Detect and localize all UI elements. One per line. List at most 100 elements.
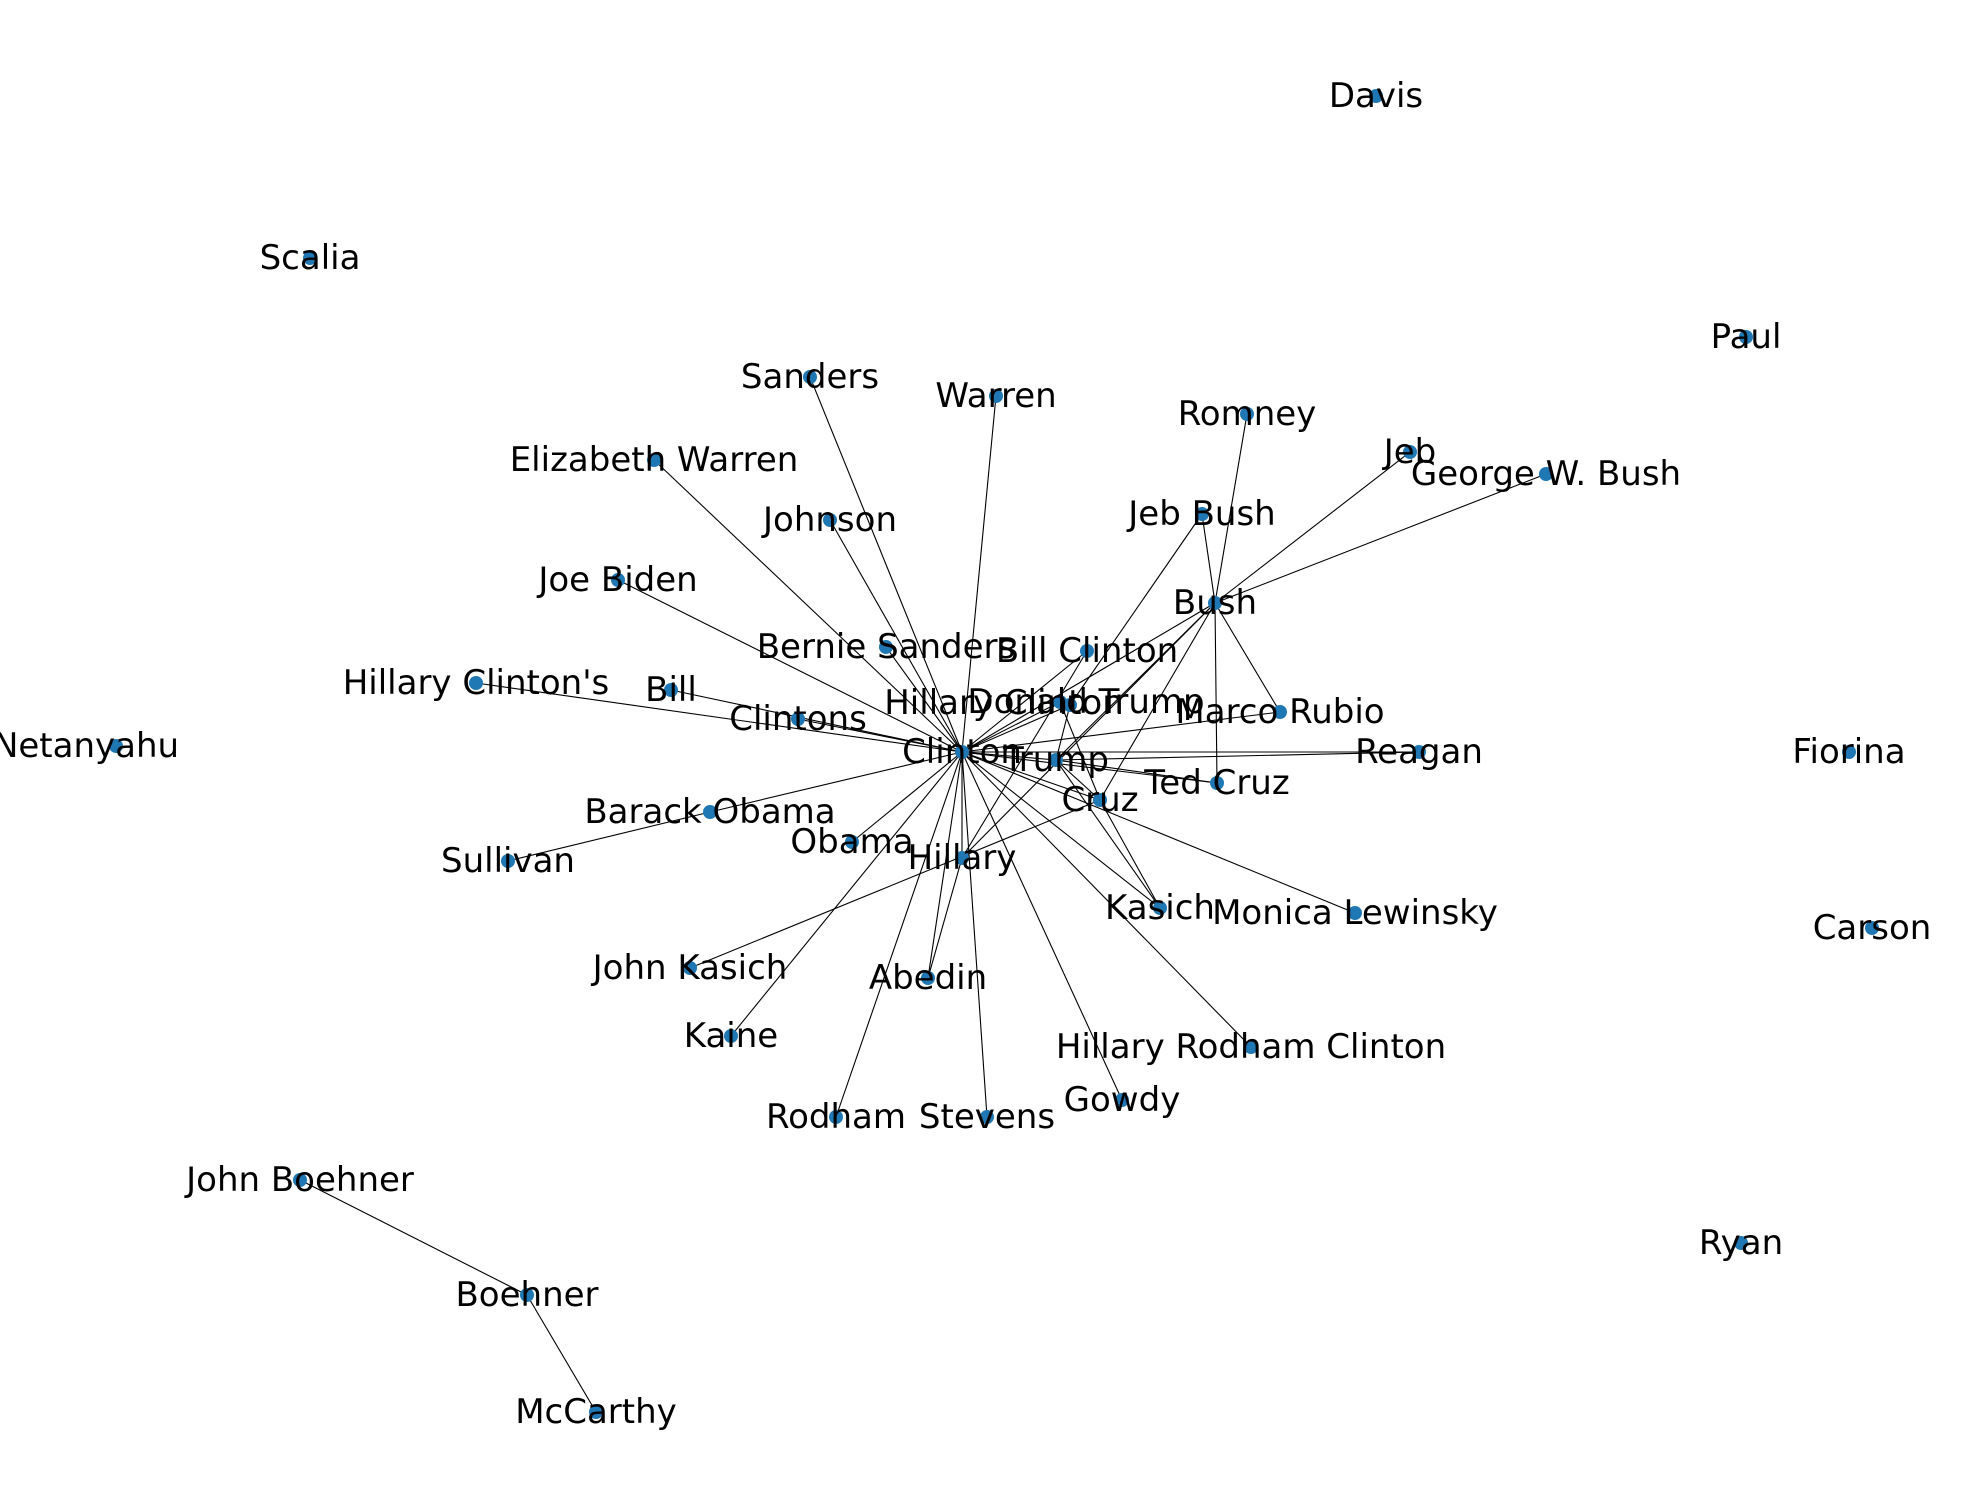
node-barack_obama xyxy=(703,805,717,819)
node-label-cruz: Cruz xyxy=(1061,780,1138,820)
node-clintons xyxy=(791,712,805,726)
node-label-paul: Paul xyxy=(1711,317,1782,357)
node-ted_cruz xyxy=(1210,776,1224,790)
node-label-jeb: Jeb xyxy=(1382,432,1437,472)
edge-clinton-kasich xyxy=(961,751,1161,909)
edge-bush-marco_rubio xyxy=(1214,602,1281,713)
edge-bush-romney xyxy=(1214,413,1248,604)
node-hillary_clintons xyxy=(469,676,483,690)
node-paul xyxy=(1739,330,1753,344)
node-label-mccarthy: McCarthy xyxy=(515,1392,677,1432)
edge-clinton-bill xyxy=(670,689,963,753)
node-label-gowdy: Gowdy xyxy=(1064,1080,1181,1120)
node-label-fiorina: Fiorina xyxy=(1792,732,1905,772)
node-label-netanyahu: Netanyahu xyxy=(0,726,179,766)
node-label-warren: Warren xyxy=(935,376,1056,416)
node-label-monica_lewinsky: Monica Lewinsky xyxy=(1212,893,1498,933)
node-johnson xyxy=(823,513,837,527)
edge-hillary-abedin xyxy=(927,857,963,979)
node-label-joe_biden: Joe Biden xyxy=(536,560,697,600)
edge-clinton-hillary_clintons xyxy=(475,682,963,753)
node-label-sanders: Sanders xyxy=(741,357,879,397)
node-bernie_sanders xyxy=(879,640,893,654)
node-elizabeth_warren xyxy=(647,453,661,467)
node-rodham xyxy=(829,1110,843,1124)
node-label-romney: Romney xyxy=(1178,394,1317,434)
edge-john_boehner-boehner xyxy=(299,1179,528,1296)
edge-bush-ted_cruz xyxy=(1214,602,1218,784)
node-bush xyxy=(1208,596,1222,610)
node-label-elizabeth_warren: Elizabeth Warren xyxy=(510,440,799,480)
node-label-hillary_rodham_clinton: Hillary Rodham Clinton xyxy=(1056,1027,1446,1067)
edge-bush-jeb_bush xyxy=(1201,513,1216,604)
edge-clinton-joe_biden xyxy=(617,579,963,753)
node-label-bernie_sanders: Bernie Sanders xyxy=(757,627,1016,667)
node-label-marco_rubio: Marco Rubio xyxy=(1175,692,1384,732)
edge-jeb_bush-hillary_clinton xyxy=(1069,513,1203,706)
edge-trump-cruz xyxy=(1055,759,1101,801)
node-joe_biden xyxy=(611,573,625,587)
node-bill_clinton xyxy=(1080,644,1094,658)
node-label-carson: Carson xyxy=(1813,908,1932,948)
edge-clinton-monica_lewinsky xyxy=(961,751,1356,914)
node-marco_rubio xyxy=(1273,705,1287,719)
node-hillary_clinton xyxy=(1063,698,1077,712)
node-scalia xyxy=(303,251,317,265)
node-label-johnson: Johnson xyxy=(761,500,897,540)
node-label-sullivan: Sullivan xyxy=(441,841,575,881)
edge-clinton-hillary_clinton xyxy=(961,704,1071,753)
edge-clinton-cruz xyxy=(961,751,1101,801)
edge-boehner-mccarthy xyxy=(526,1294,597,1413)
edge-clinton-abedin xyxy=(927,751,963,979)
node-stevens xyxy=(980,1110,994,1124)
node-label-clinton: Clinton xyxy=(902,732,1022,772)
edge-clinton-bill_clinton xyxy=(961,650,1088,753)
edge-cruz-kasich xyxy=(1099,799,1161,909)
edge-clinton-hillary_rodham_clinton xyxy=(961,751,1252,1048)
edge-bush-george_w_bush xyxy=(1214,473,1547,604)
node-davis xyxy=(1369,89,1383,103)
node-label-kasich: Kasich xyxy=(1105,888,1215,928)
edge-cruz-john_kasich xyxy=(689,799,1101,969)
node-trump xyxy=(1049,753,1063,767)
edge-clinton-barack_obama xyxy=(709,751,963,813)
node-gowdy xyxy=(1115,1093,1129,1107)
node-hillary xyxy=(955,851,969,865)
node-label-donald_trump: Donald Trump xyxy=(967,682,1204,722)
node-label-jeb_bush: Jeb Bush xyxy=(1126,494,1275,534)
node-label-boehner: Boehner xyxy=(455,1275,598,1315)
node-carson xyxy=(1865,921,1879,935)
node-mccarthy xyxy=(589,1405,603,1419)
edge-hillary-bill_clinton xyxy=(961,650,1088,859)
node-ryan xyxy=(1734,1236,1748,1250)
node-sanders xyxy=(803,370,817,384)
edge-bush-hillary xyxy=(961,602,1216,859)
node-cruz xyxy=(1093,793,1107,807)
node-monica_lewinsky xyxy=(1348,906,1362,920)
edge-trump-kasich xyxy=(1055,759,1161,909)
edge-clinton-marco_rubio xyxy=(961,711,1281,753)
node-kaine xyxy=(724,1029,738,1043)
edge-cruz-donald_trump xyxy=(1059,701,1101,801)
edge-clinton-johnson xyxy=(829,519,963,753)
edge-clinton-gowdy xyxy=(961,751,1123,1101)
edge-trump-reagan xyxy=(1055,751,1420,761)
node-hillary_rodham_clinton xyxy=(1244,1040,1258,1054)
node-bill xyxy=(664,683,678,697)
node-label-hillary: Hillary xyxy=(908,838,1017,878)
edge-bush-cruz xyxy=(1099,602,1216,801)
edge-clinton-ted_cruz xyxy=(961,751,1218,784)
node-label-hillary_clinton: Hillary Clinton xyxy=(884,683,1124,723)
node-fiorina xyxy=(1842,745,1856,759)
edge-clinton-trump xyxy=(961,751,1057,761)
node-label-reagan: Reagan xyxy=(1355,732,1483,772)
nodes-layer xyxy=(109,89,1879,1419)
node-label-kaine: Kaine xyxy=(684,1016,778,1056)
node-abedin xyxy=(921,971,935,985)
node-jeb_bush xyxy=(1195,507,1209,521)
edge-clinton-elizabeth_warren xyxy=(653,459,963,753)
edge-trump-ted_cruz xyxy=(1055,759,1218,784)
node-label-clintons: Clintons xyxy=(729,699,867,739)
